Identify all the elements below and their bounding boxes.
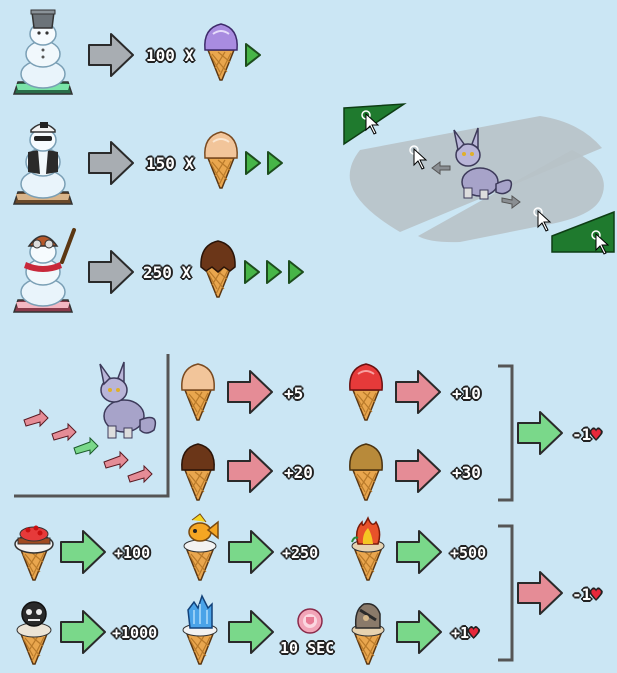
mystery-cone-icon <box>351 602 385 665</box>
cake-cone-icon <box>14 525 54 581</box>
scoop-amount-label: 150 X <box>146 154 195 173</box>
scoop-amount-label: 100 X <box>146 46 195 65</box>
crystal-cone-icon <box>182 594 218 665</box>
chocolate-cone-icon <box>200 240 236 298</box>
speed-level-icon <box>245 151 283 175</box>
points-label: +250 <box>282 544 319 562</box>
aviator-hat-snowman-icon <box>12 228 76 313</box>
heart-icon: ♥ <box>591 425 601 444</box>
shield-orb-icon <box>297 608 323 634</box>
cursor-icon <box>365 112 380 135</box>
cap-vest-snowman-icon <box>12 122 74 205</box>
pet-chase-panel <box>14 354 170 498</box>
group-bracket <box>498 524 514 662</box>
points-label: +1♥ <box>451 624 479 642</box>
pet-movement-diagram <box>343 103 615 255</box>
score-arrow-icon <box>396 610 442 654</box>
convert-arrow-icon <box>88 33 134 77</box>
penalty-arrow-icon <box>517 411 563 455</box>
convert-arrow-icon <box>88 250 134 294</box>
cursor-icon <box>413 147 428 170</box>
group-bracket <box>498 364 514 502</box>
penalty-arrow-icon <box>517 571 563 615</box>
points-label: +5 <box>284 384 304 403</box>
score-arrow-icon <box>396 530 442 574</box>
score-arrow-icon <box>227 449 273 493</box>
points-label: +100 <box>114 544 151 562</box>
scoop-amount-label: 250 X <box>143 263 192 282</box>
cursor-icon <box>595 232 610 255</box>
speed-level-icon <box>244 260 304 284</box>
score-arrow-icon <box>228 610 274 654</box>
points-label: +500 <box>450 544 487 562</box>
heart-icon: ♥ <box>591 585 601 604</box>
score-arrow-icon <box>395 370 441 414</box>
points-label: +10 <box>452 384 481 403</box>
flame-cone-icon <box>351 516 385 581</box>
chocolate-cone-icon <box>181 443 215 501</box>
score-arrow-icon <box>60 530 106 574</box>
points-label: +20 <box>284 463 313 482</box>
shield-duration-label: 10 SEC <box>280 639 335 657</box>
vanilla-cone-icon <box>204 131 238 189</box>
strawberry-cone-icon <box>349 363 383 421</box>
goldfish-cone-icon <box>183 513 219 581</box>
bucket-hat-snowman-icon <box>12 9 74 95</box>
speed-level-icon <box>245 43 261 67</box>
vanilla-cone-icon <box>181 363 215 421</box>
wolf-pet-icon <box>453 127 513 200</box>
heart-icon: ♥ <box>469 624 479 642</box>
cursor-icon <box>537 209 552 232</box>
special-penalty-label: -1♥ <box>572 585 601 604</box>
convert-arrow-icon <box>88 141 134 185</box>
score-arrow-icon <box>395 449 441 493</box>
score-arrow-icon <box>227 370 273 414</box>
points-label: +1000 <box>112 624 158 642</box>
skull-cone-icon <box>16 601 52 665</box>
caramel-cone-icon <box>349 443 383 501</box>
score-arrow-icon <box>60 610 106 654</box>
points-label: +30 <box>452 463 481 482</box>
wolf-pet-icon <box>99 361 157 439</box>
score-arrow-icon <box>228 530 274 574</box>
pet-penalty-label: -1♥ <box>572 425 601 444</box>
purple-cone-icon <box>204 23 238 81</box>
